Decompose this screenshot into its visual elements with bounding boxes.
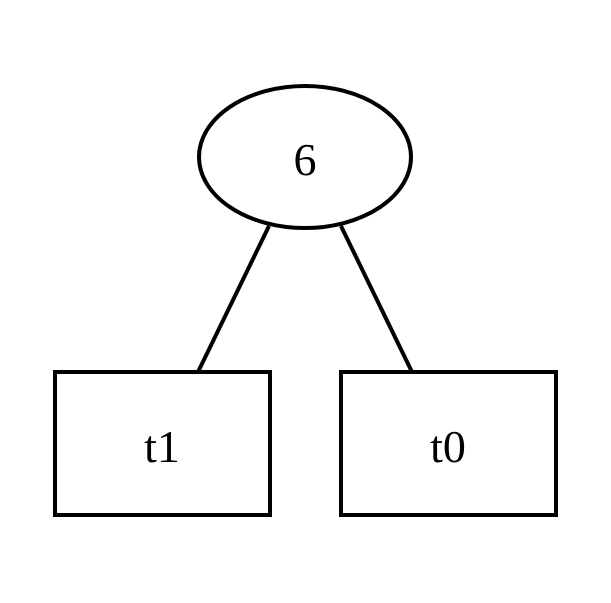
root-node: 6	[197, 84, 413, 230]
root-ellipse	[197, 84, 413, 230]
root-label: 6	[294, 134, 317, 185]
leaf-node-left: t1	[53, 370, 272, 517]
leaf-right-label: t0	[430, 421, 466, 472]
leaf-left-label: t1	[144, 421, 180, 472]
leaf-node-right: t0	[339, 370, 558, 517]
edge-root-to-t0	[339, 225, 414, 373]
leaf-right-box	[339, 370, 558, 517]
leaf-left-box	[53, 370, 272, 517]
edge-root-to-t1	[196, 225, 271, 373]
